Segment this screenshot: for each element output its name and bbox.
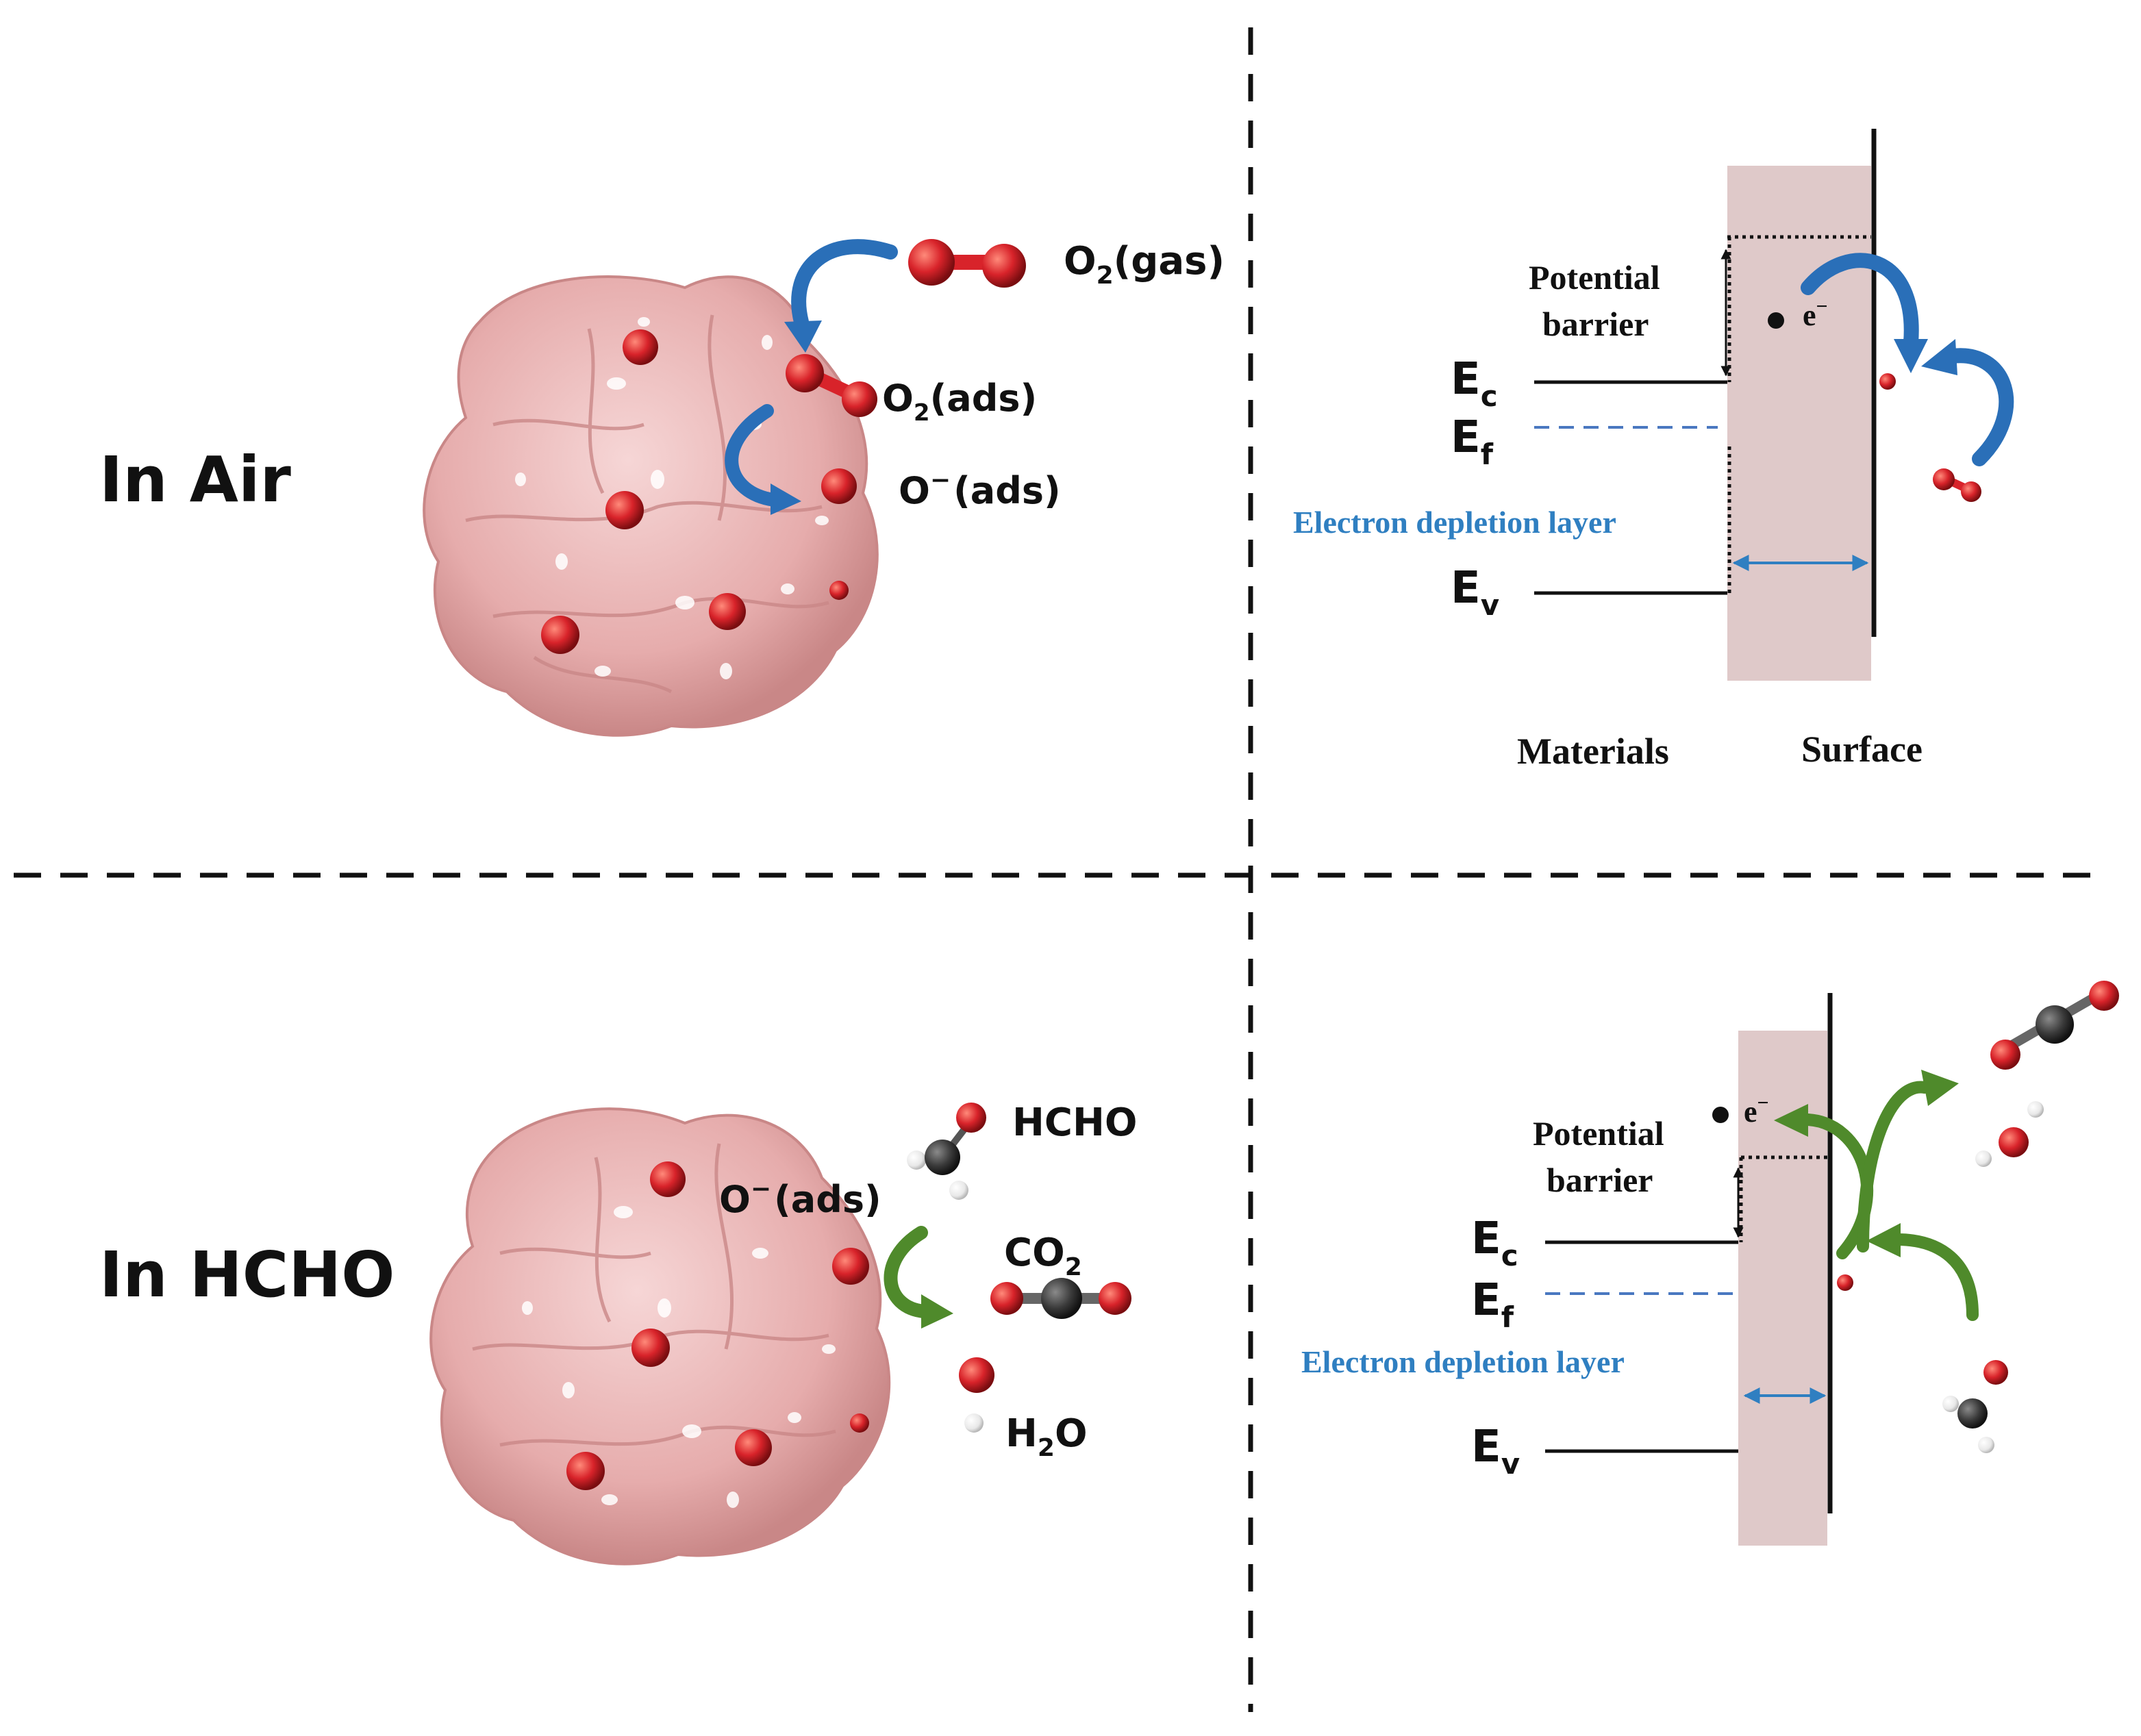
co2-molecule: [990, 1278, 1131, 1319]
barrier-hcho-line2: barrier: [1547, 1161, 1653, 1199]
nanoparticle-air: [423, 275, 879, 737]
o-ads-atom: [821, 468, 857, 504]
ef-hcho-label: Ef: [1471, 1275, 1514, 1334]
barrier-hcho-line1: Potential: [1533, 1114, 1664, 1153]
band-region: [1727, 166, 1871, 681]
adsorption-arrow: [791, 239, 898, 329]
ec-hcho-label: Ec: [1471, 1213, 1518, 1272]
ev-label: Ev: [1451, 563, 1499, 622]
co2-molecule-band: [1990, 981, 2119, 1070]
hcho-label: HCHO: [1012, 1100, 1137, 1145]
o-ads-hcho-label: O−(ads): [719, 1175, 881, 1221]
band-diagram-air: [1534, 129, 2014, 681]
band-diagram-hcho: [1545, 981, 2119, 1546]
reaction-arrow: [884, 1226, 931, 1318]
barrier-label-line2: barrier: [1542, 305, 1649, 343]
in-air-label: In Air: [99, 443, 291, 516]
ef-label: Ef: [1451, 412, 1494, 471]
materials-label: Materials: [1517, 731, 1669, 772]
o2-ads-molecule: [786, 354, 877, 417]
o2-gas-label: O2(gas): [1064, 239, 1225, 290]
in-hcho-label: In HCHO: [99, 1238, 395, 1311]
surface-label: Surface: [1801, 729, 1923, 770]
electron-hcho-label: e−: [1744, 1092, 1769, 1129]
barrier-label-line1: Potential: [1529, 258, 1660, 297]
electron-dot: [1768, 312, 1784, 329]
o-ads-label: O−(ads): [899, 466, 1061, 512]
hcho-molecule-band: [1942, 1360, 2008, 1453]
dissociation-arrow: [725, 404, 781, 507]
h2o-molecule-band: [1975, 1101, 2044, 1167]
depletion-label: Electron depletion layer: [1293, 505, 1616, 540]
depletion-hcho-label: Electron depletion layer: [1301, 1344, 1625, 1379]
ec-label: Ec: [1451, 354, 1498, 413]
o2-gas-molecule: [908, 239, 1026, 288]
h2o-label: H2O: [1005, 1411, 1088, 1462]
hcho-molecule: [907, 1103, 986, 1200]
o2-ads-label: O2(ads): [882, 377, 1037, 427]
nanoparticle-hcho: [429, 1107, 891, 1565]
o2-gas-molecule-band: [1933, 468, 1981, 502]
electron-dot-hcho: [1712, 1107, 1729, 1123]
electron-label: e−: [1803, 295, 1828, 332]
co2-label: CO2: [1004, 1231, 1082, 1281]
h2o-molecule: [959, 1357, 994, 1433]
ev-hcho-label: Ev: [1471, 1422, 1520, 1481]
